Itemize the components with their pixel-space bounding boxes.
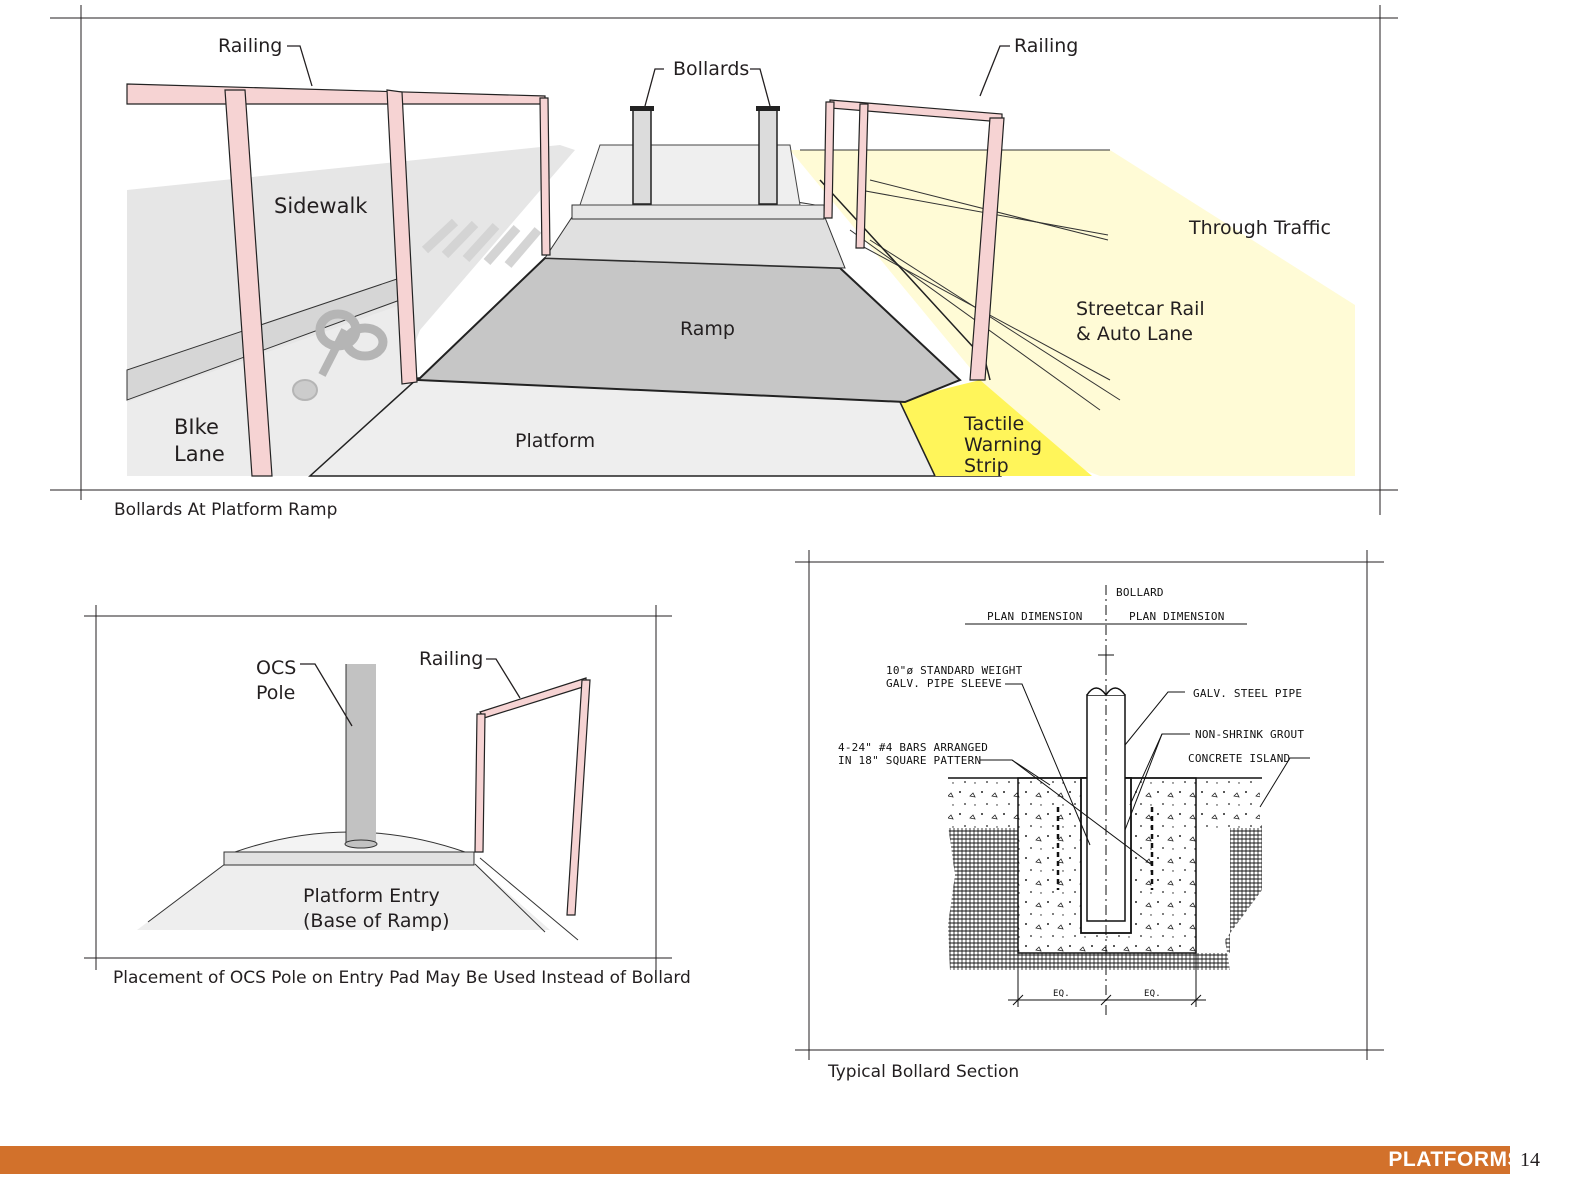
label-bollard-centerline: BOLLARD bbox=[1116, 586, 1164, 599]
bollard-section-drawing bbox=[795, 550, 1384, 1060]
label-steel-pipe: GALV. STEEL PIPE bbox=[1193, 687, 1303, 700]
label-railing-right: Railing bbox=[1014, 35, 1079, 57]
left-illustration bbox=[84, 605, 672, 970]
caption-right: Typical Bollard Section bbox=[828, 1062, 1020, 1082]
label-through-traffic: Through Traffic bbox=[1189, 217, 1331, 239]
right-railing-icon bbox=[823, 99, 1005, 381]
label-concrete-island: CONCRETE ISLAND bbox=[1188, 752, 1291, 765]
label-tactile-strip: Tactile Warning Strip bbox=[964, 413, 1043, 477]
top-illustration bbox=[50, 5, 1398, 515]
label-plan-dimension-left: PLAN DIMENSION bbox=[987, 610, 1083, 623]
page-number: 14 bbox=[1520, 1149, 1540, 1171]
footer-bar bbox=[0, 1146, 1510, 1174]
label-platform: Platform bbox=[515, 430, 596, 452]
label-eq-right: EQ. bbox=[1144, 989, 1161, 999]
bollards-icon bbox=[630, 106, 780, 205]
label-railing-left: Railing bbox=[218, 35, 283, 57]
label-platform-entry: Platform Entry (Base of Ramp) bbox=[303, 885, 450, 932]
footer-section-title: PLATFORMS bbox=[1388, 1148, 1522, 1171]
label-eq-left: EQ. bbox=[1053, 989, 1070, 999]
caption-left: Placement of OCS Pole on Entry Pad May B… bbox=[113, 968, 691, 988]
label-ramp: Ramp bbox=[680, 318, 735, 340]
ocs-pole-icon bbox=[344, 664, 378, 849]
left-railing-icon bbox=[126, 83, 551, 477]
label-pipe-sleeve: 10"ø STANDARD WEIGHT GALV. PIPE SLEEVE bbox=[886, 664, 1023, 691]
label-bars: 4-24" #4 BARS ARRANGED IN 18" SQUARE PAT… bbox=[838, 741, 989, 768]
label-grout: NON-SHRINK GROUT bbox=[1195, 728, 1305, 741]
bike-symbol-icon bbox=[292, 309, 388, 401]
label-bollards: Bollards bbox=[673, 58, 750, 80]
label-ocs-pole: OCS Pole bbox=[256, 657, 297, 704]
caption-top: Bollards At Platform Ramp bbox=[114, 500, 338, 520]
label-bike-lane: BIke Lane bbox=[174, 415, 225, 467]
label-streetcar-rail: Streetcar Rail & Auto Lane bbox=[1076, 298, 1205, 345]
label-sidewalk: Sidewalk bbox=[274, 194, 368, 218]
label-plan-dimension-right: PLAN DIMENSION bbox=[1129, 610, 1225, 623]
label-entry-railing: Railing bbox=[419, 648, 484, 670]
entry-railing-icon bbox=[474, 677, 591, 916]
